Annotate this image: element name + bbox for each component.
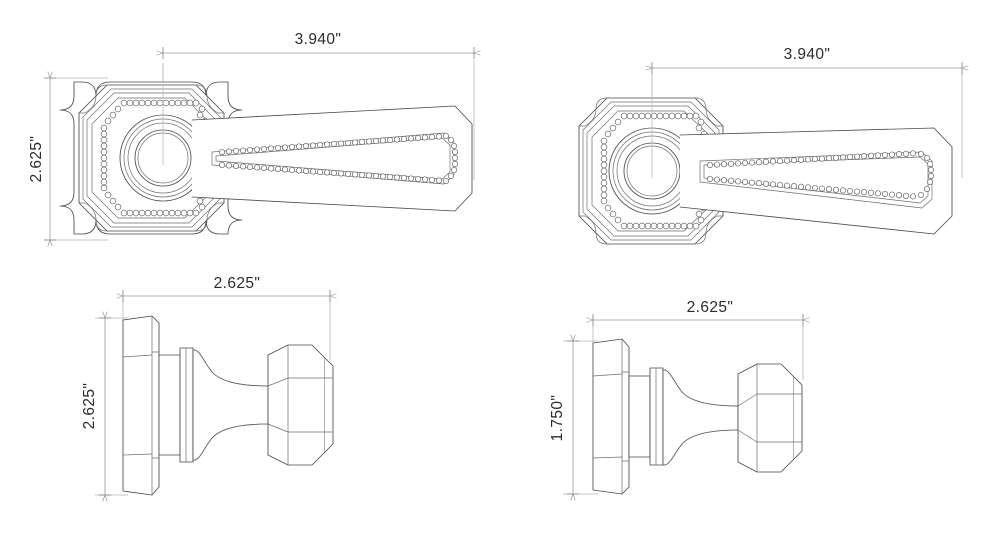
dimension-label-bl-width: 2.625" [214, 275, 261, 292]
dimension-label-tl-height: 2.625" [28, 136, 45, 183]
dimension-tl-height: 2.625" [28, 71, 108, 247]
dimension-tr-width: 3.940" [645, 46, 969, 180]
knob-shank-bl [192, 349, 269, 461]
dimension-bl-height: 2.625" [81, 311, 128, 502]
dimension-label-br-width: 2.625" [687, 299, 734, 316]
view-knob-side-profile-left: 2.625" 2.625" [81, 275, 337, 502]
dimension-label-tl-width: 3.940" [295, 31, 342, 48]
dimension-br-width: 2.625" [586, 299, 810, 380]
lever-arm-tl [191, 105, 473, 212]
lever-arm-tr [679, 127, 953, 235]
lever-bead-row-lower-tl [218, 161, 443, 184]
lever-tip-beads-tl [442, 132, 459, 185]
rosette-plate-profile-br [592, 338, 664, 495]
rosette-plate-tr [578, 74, 724, 245]
dimension-label-tr-width: 3.940" [784, 46, 831, 63]
dimension-bl-width: 2.625" [116, 275, 337, 360]
view-lever-front-view-right: 3.940" [578, 46, 969, 245]
dimension-label-br-height: 1.750" [549, 395, 566, 442]
dimension-label-bl-height: 2.625" [81, 383, 98, 430]
lever-bead-row-lower-tr [706, 175, 917, 200]
knob-head-bl [267, 344, 334, 466]
dimension-br-height: 1.750" [549, 334, 598, 501]
lever-bead-row-upper-tl [218, 133, 443, 156]
lever-tip-beads-tr [917, 150, 935, 199]
knob-head-br [737, 363, 803, 473]
knob-shank-br [662, 369, 739, 466]
rosette-plate-profile-bl [122, 315, 194, 496]
lever-bead-row-upper-tr [706, 150, 917, 169]
view-lever-front-view-left: 3.940" 2.625" [28, 31, 481, 247]
view-knob-side-profile-right: 2.625" 1.750" [549, 299, 810, 501]
